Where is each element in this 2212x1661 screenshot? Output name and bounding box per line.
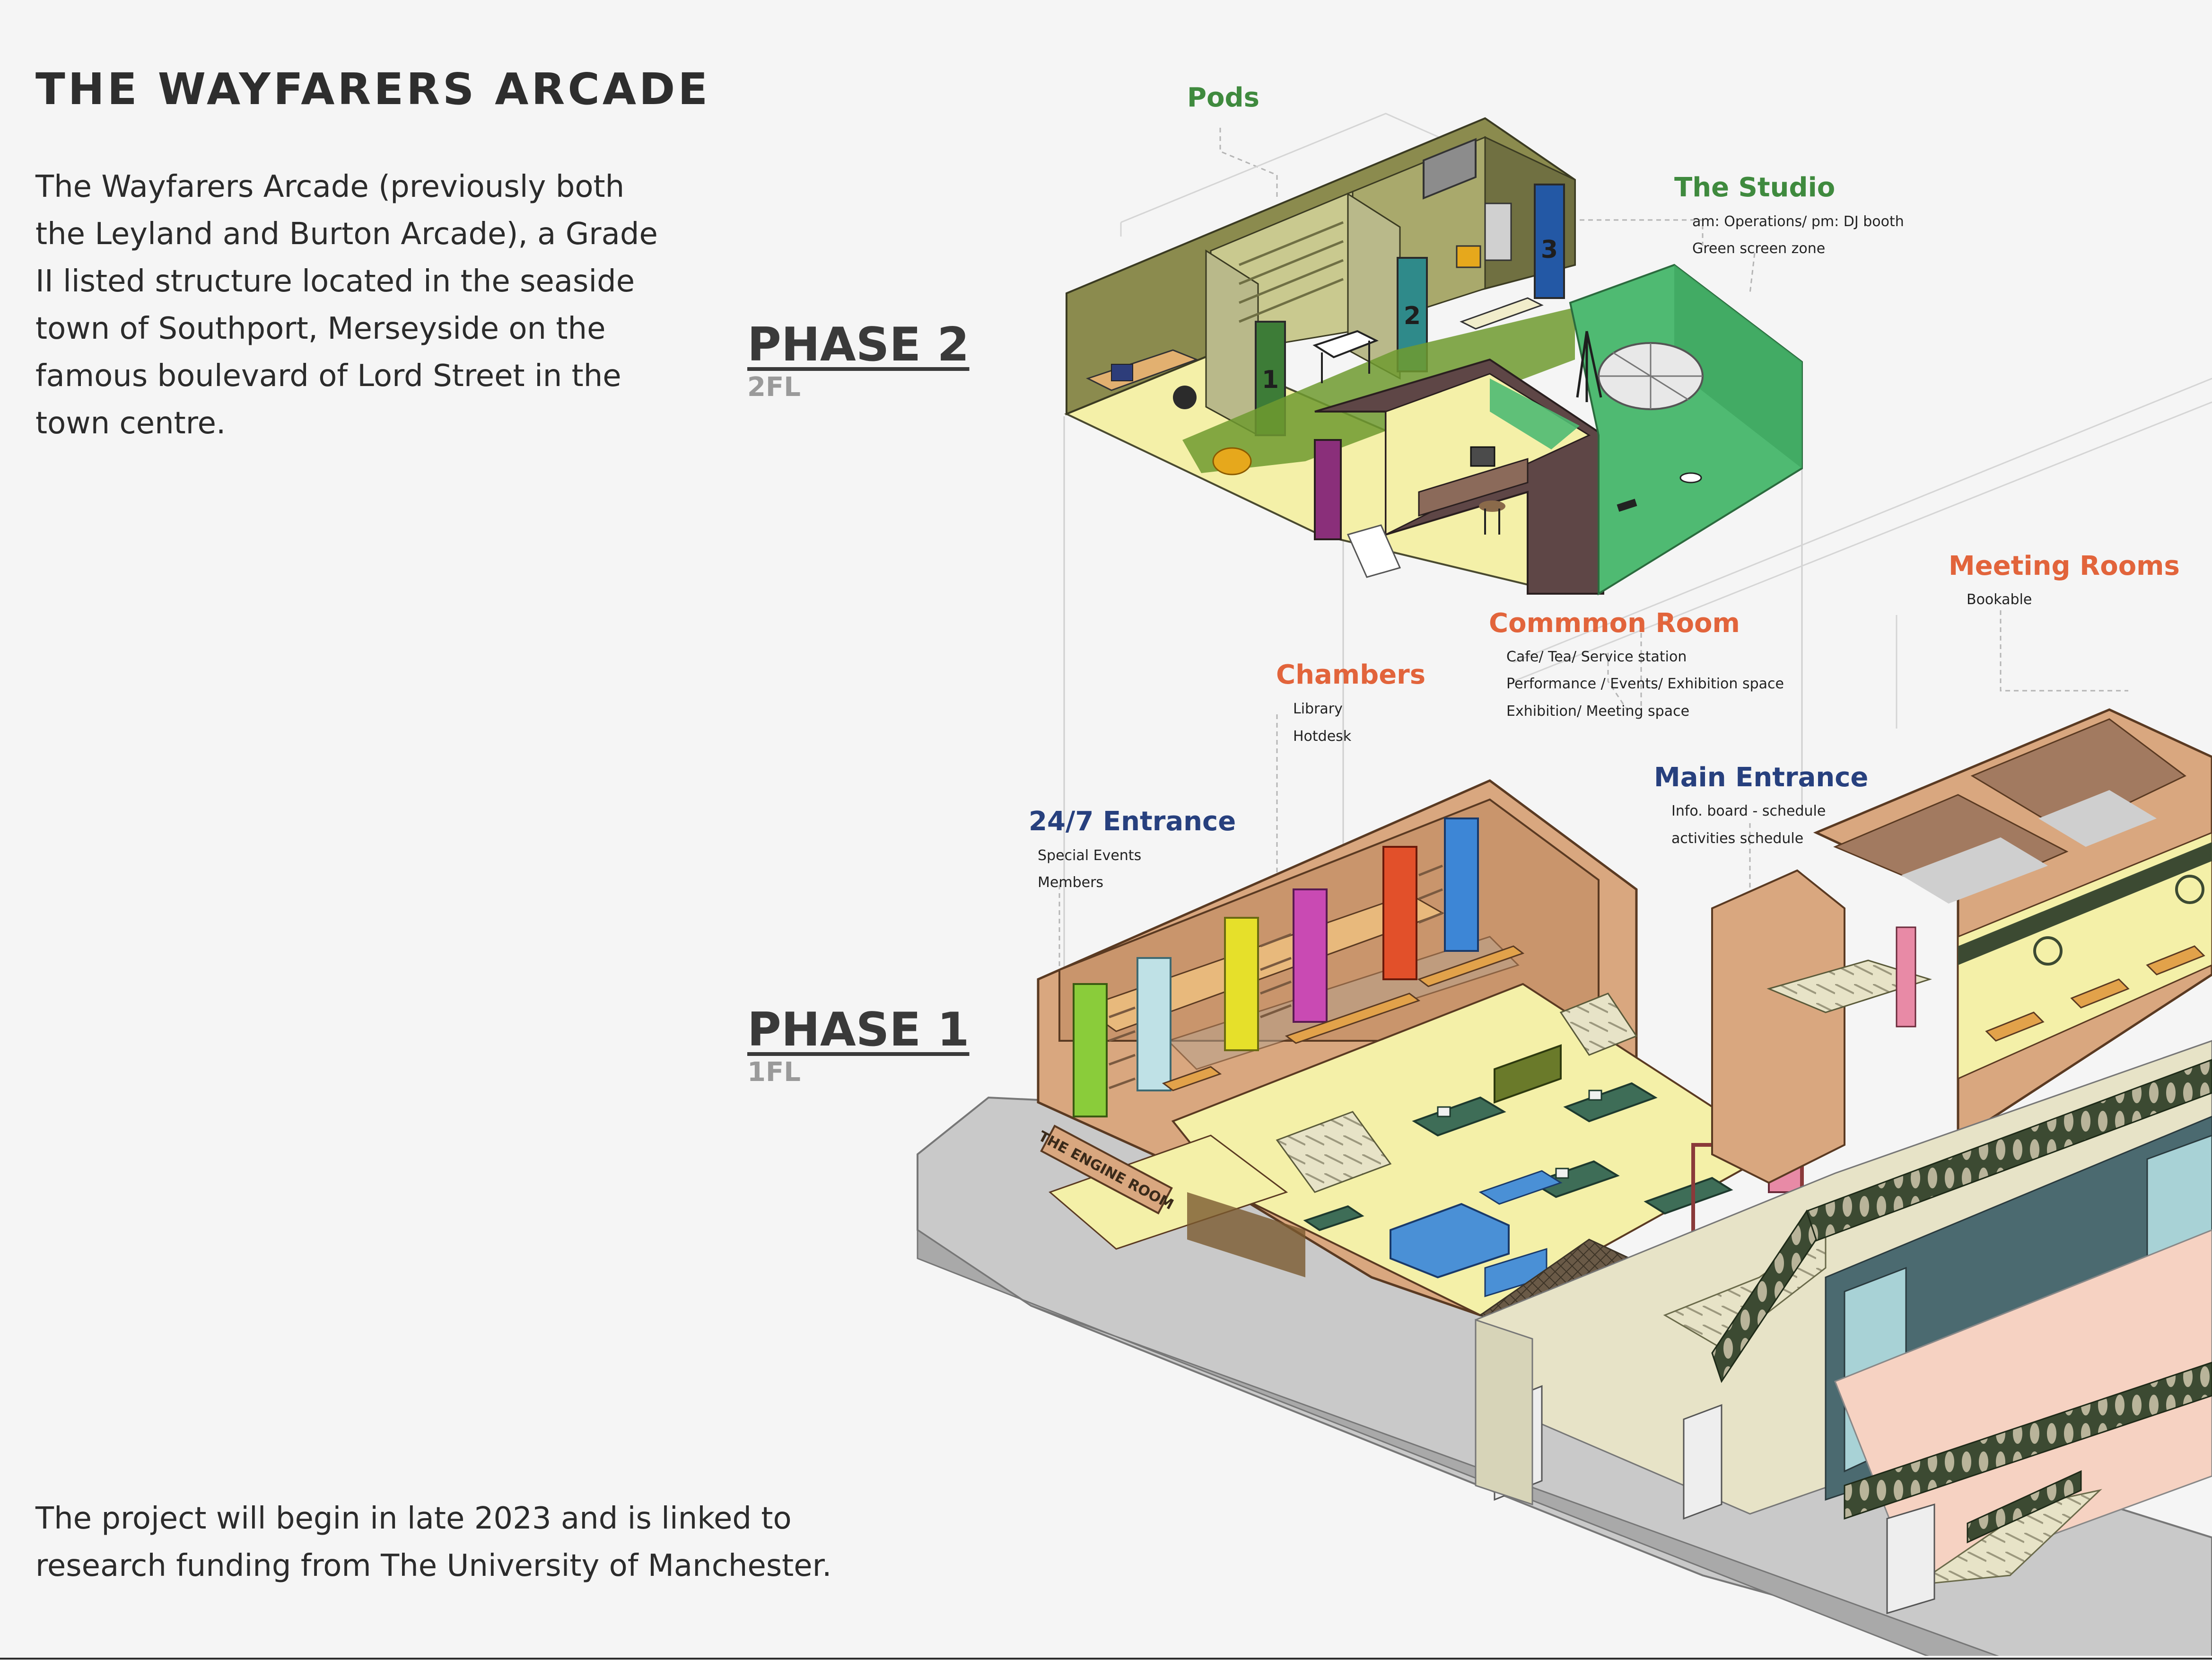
sofa xyxy=(1494,1044,1562,1104)
label-chambers-title: Chambers xyxy=(1276,659,1425,690)
label-common-line-1: Cafe/ Tea/ Service station xyxy=(1506,649,1687,665)
page-title: THE WAYFARERS ARCADE xyxy=(35,64,711,114)
label-studio-line-1: am: Operations/ pm: DJ booth xyxy=(1692,213,1904,230)
leader-lines xyxy=(1058,128,2128,975)
phase-2-heading: PHASE 2 2FL xyxy=(747,318,970,403)
label-common-line-3: Exhibition/ Meeting space xyxy=(1506,703,1689,720)
label-main-entrance-line-2: activities schedule xyxy=(1671,830,1803,847)
label-studio-line-2: Green screen zone xyxy=(1692,240,1825,257)
funding-paragraph: The project will begin in late 2023 and … xyxy=(35,1501,832,1583)
pod-1-number: 1 xyxy=(1262,366,1279,394)
pod-3-number: 3 xyxy=(1541,236,1558,264)
label-main-entrance-line-1: Info. board - schedule xyxy=(1671,803,1826,819)
cafe-counter xyxy=(1390,1203,1510,1279)
bookcase-yellow xyxy=(1224,917,1259,1051)
bottom-divider xyxy=(0,1658,2212,1660)
label-247-line-2: Members xyxy=(1038,874,1103,891)
bean-bag xyxy=(1212,447,1252,475)
phase-1-floor: 1FL xyxy=(747,1057,801,1088)
ghost-roof-outline xyxy=(1120,113,2212,729)
phase-1-heading: PHASE 1 1FL xyxy=(747,1003,970,1088)
phase-2-floor-plan: 1 2 3 xyxy=(1064,117,1803,596)
label-main-entrance-title: Main Entrance xyxy=(1654,762,1868,793)
bookcase-green xyxy=(1073,983,1108,1117)
label-meeting-title: Meeting Rooms xyxy=(1949,551,2180,581)
label-studio: The Studio am: Operations/ pm: DJ booth … xyxy=(1674,172,1904,257)
phase-1-title: PHASE 1 xyxy=(747,1003,970,1057)
label-main-entrance: Main Entrance Info. board - schedule act… xyxy=(1654,762,1868,847)
lower-arcade xyxy=(1475,1040,2212,1615)
bookcase-lightblue xyxy=(1137,957,1172,1091)
label-pods-title: Pods xyxy=(1187,82,1259,113)
axonometric-building-diagram: 1 2 3 xyxy=(917,82,2212,1656)
pod-2-number: 2 xyxy=(1404,302,1421,330)
phase-2-title: PHASE 2 xyxy=(747,318,970,372)
bookcase-magenta xyxy=(1293,888,1328,1023)
arcade-shopfronts xyxy=(1711,708,2212,1184)
label-meeting-rooms: Meeting Rooms Bookable xyxy=(1949,551,2180,608)
balcony-railing-stair xyxy=(1711,1209,1817,1383)
label-meeting-line-1: Bookable xyxy=(1967,591,2032,608)
label-studio-title: The Studio xyxy=(1674,172,1835,203)
label-pods: Pods xyxy=(1187,82,1259,113)
label-247-entrance: 24/7 Entrance Special Events Members xyxy=(1029,806,1236,891)
phase-2-floor: 2FL xyxy=(747,372,801,403)
label-common-line-2: Performance / Events/ Exhibition space xyxy=(1506,676,1784,692)
intro-paragraph: The Wayfarers Arcade (previously both th… xyxy=(35,169,658,441)
label-chambers: Chambers Library Hotdesk xyxy=(1276,659,1425,745)
common-room-door xyxy=(1314,439,1342,540)
label-common-title: Commmon Room xyxy=(1489,608,1740,639)
pod-3-door xyxy=(1534,184,1565,299)
internal-stairs xyxy=(1276,1111,1392,1193)
label-247-line-1: Special Events xyxy=(1038,847,1141,864)
bookcase-red xyxy=(1382,846,1417,980)
label-chambers-line-2: Hotdesk xyxy=(1293,728,1352,745)
balcony-railing-lower xyxy=(1844,1362,2212,1520)
label-common-room: Commmon Room Cafe/ Tea/ Service station … xyxy=(1489,608,1784,720)
bookcase-blue xyxy=(1444,817,1479,952)
label-chambers-line-1: Library xyxy=(1293,701,1343,717)
label-247-title: 24/7 Entrance xyxy=(1029,806,1236,837)
